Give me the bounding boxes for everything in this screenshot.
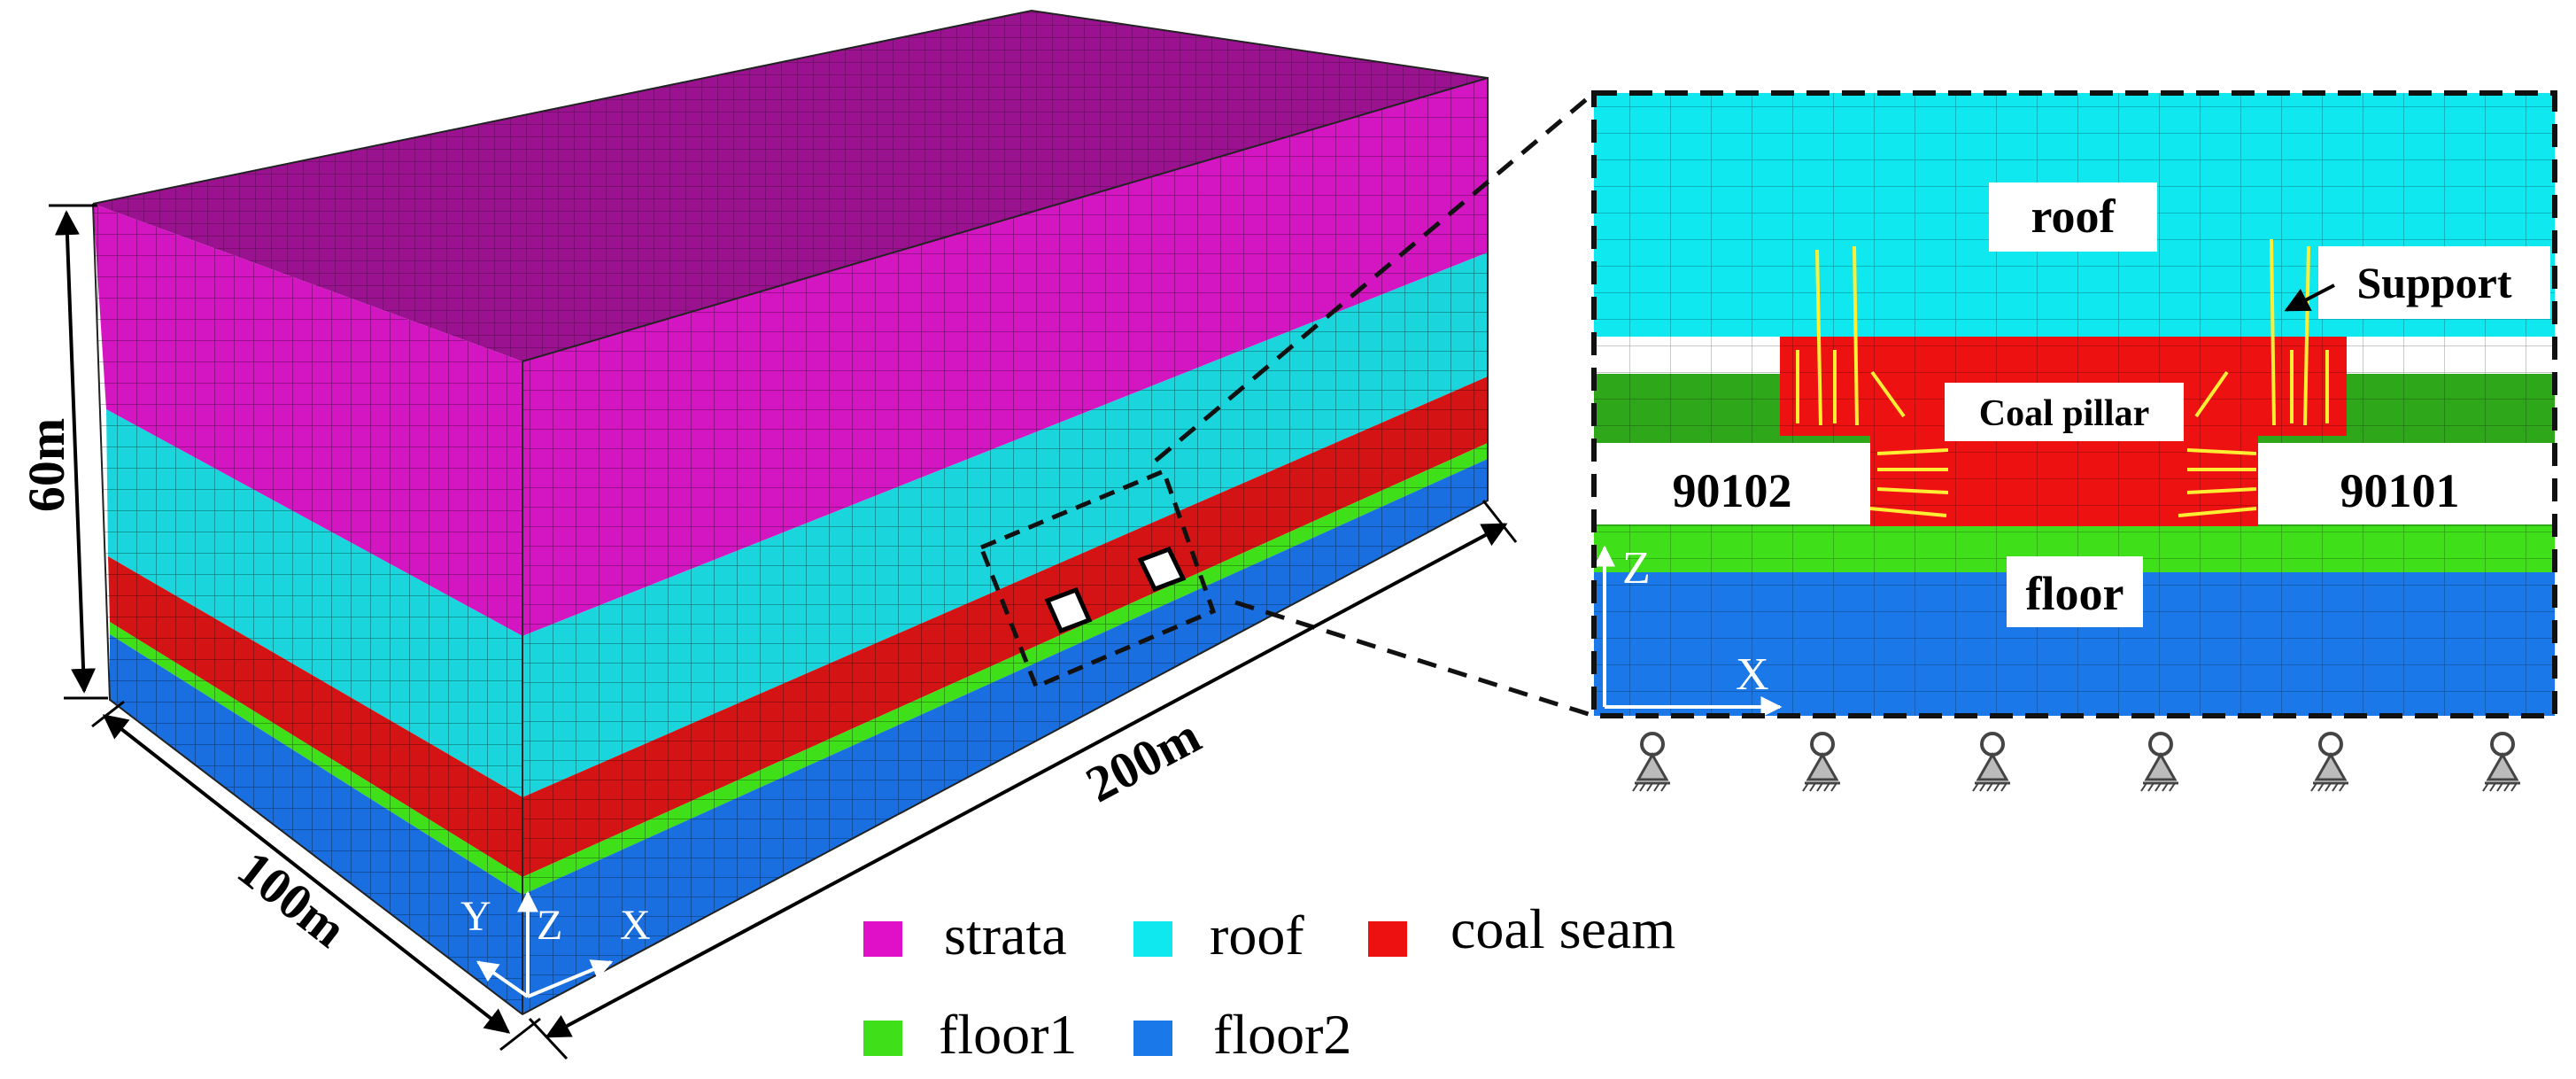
model-3d: [92, 9, 1489, 1016]
roller-support: [2140, 732, 2178, 792]
legend-label-coal-seam: coal seam: [1450, 897, 1675, 960]
support-bolts: [1796, 238, 2329, 517]
legend-item-coal-seam: coal seam: [1368, 897, 1675, 960]
roller-support: [1802, 732, 1840, 792]
detail-view: roof Support Coal pillar 90102 90101 flo…: [1591, 90, 2557, 718]
support-pointer-arrow: [2284, 283, 2335, 312]
detail-axis-z-label: Z: [1622, 543, 1651, 594]
legend-swatch-strata: [863, 921, 902, 957]
legend-item-floor2: floor2: [1133, 1003, 1351, 1066]
detail-support-label: Support: [2356, 258, 2511, 307]
legend-swatch-coal-seam: [1368, 921, 1407, 957]
legend-item-roof: roof: [1133, 904, 1304, 966]
detail-coal-pillar-label: Coal pillar: [1979, 393, 2150, 434]
detail-panel-90102-label: 90102: [1673, 464, 1792, 517]
legend-label-strata: strata: [944, 904, 1067, 966]
legend-swatch-floor2: [1133, 1021, 1172, 1056]
roller-support: [2482, 732, 2520, 792]
roller-support: [1632, 732, 1670, 792]
detail-frame: [1591, 90, 2557, 718]
legend-swatch-roof: [1133, 921, 1172, 957]
dimension-height: 60m: [18, 204, 108, 700]
legend-label-floor1: floor1: [939, 1003, 1077, 1066]
detail-roof-label: roof: [2031, 190, 2116, 243]
legend-label-roof: roof: [1210, 904, 1304, 966]
legend-item-strata: strata: [863, 904, 1067, 966]
detail-panel-90101-label: 90101: [2340, 464, 2460, 517]
detail-roadway-right: [2258, 443, 2555, 524]
zoom-leader-bottom: [1234, 600, 1595, 718]
roller-support: [1972, 732, 2010, 792]
legend-swatch-floor1: [863, 1021, 902, 1056]
axes-3d: Y Z X: [460, 890, 651, 998]
legend-item-floor1: floor1: [863, 1003, 1077, 1066]
height-label: 60m: [18, 418, 75, 512]
roller-support: [2310, 732, 2348, 792]
detail-axis-x-label: X: [1736, 649, 1769, 700]
length-label: 200m: [1077, 706, 1210, 813]
boundary-supports: [1632, 732, 2520, 792]
legend: strata roof coal seam floor1 floor2: [863, 897, 1675, 1066]
detail-floor-label: floor: [2026, 567, 2124, 620]
axis-y-label: Y: [460, 893, 491, 940]
axis-z-label: Z: [537, 902, 562, 949]
detail-roadway-left: [1594, 443, 1870, 524]
axis-x-label: X: [620, 902, 651, 949]
legend-label-floor2: floor2: [1213, 1003, 1351, 1066]
